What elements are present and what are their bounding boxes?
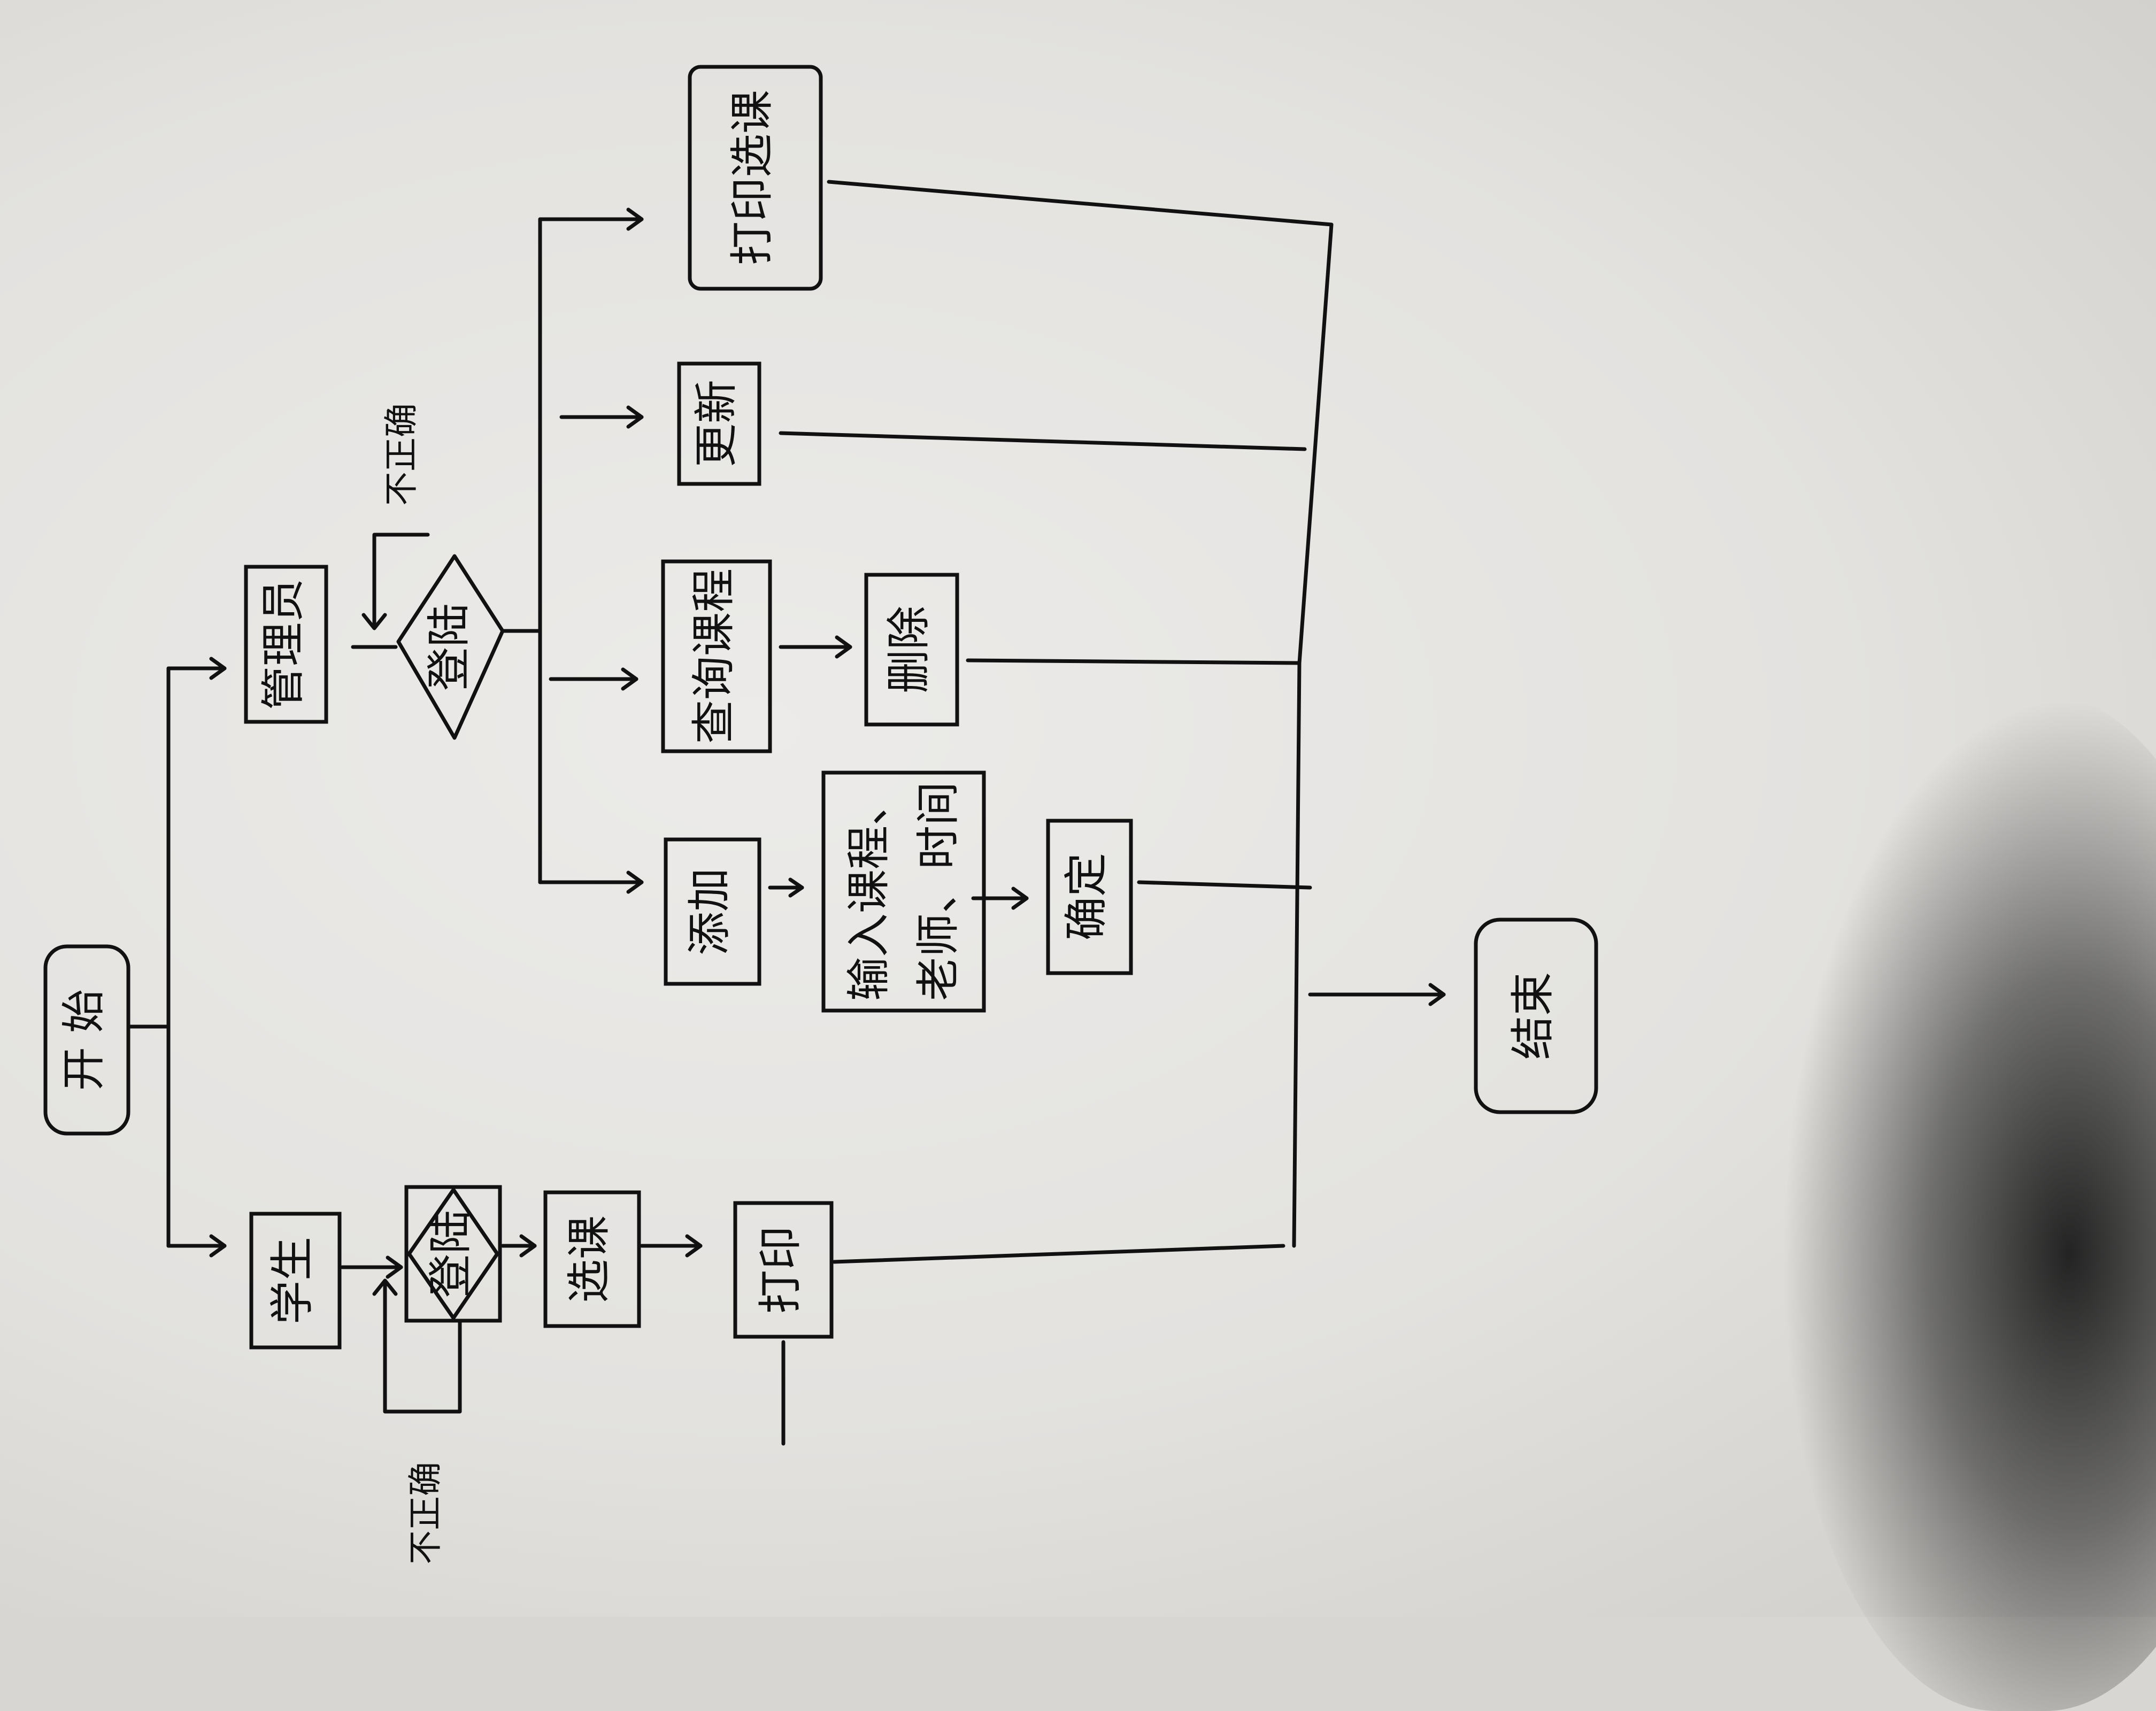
student-login-box [404,1185,502,1323]
student-label: 学生 [267,1237,318,1324]
start-label: 开 始 [58,989,109,1091]
print-selection-node: 打印选课 [688,65,823,291]
select-course-node: 选课 [543,1190,641,1328]
input-info-line1: 输入课程、 [843,782,894,1001]
confirm-box [1046,819,1133,975]
confirm-arrowhead [1011,887,1029,910]
print-selection-box [688,65,823,291]
admin-retry-loop [372,533,430,628]
student-print-node: 打印 [733,1201,834,1339]
admin-label: 管理员 [258,579,309,710]
admin-login-diamond [396,554,505,740]
student-retry-label: 不正确 [406,1462,446,1564]
add-label: 添加 [684,868,735,955]
end-node: 结束 [1474,918,1598,1114]
query-course-box [661,559,772,753]
delete-node: 删除 [864,573,959,727]
flowchart: 开 始 学生 登陆 不正确 选课 打印 管理员 登陆 不正确 打印选课 更新 查… [43,65,1598,1564]
connectors [126,180,1446,1446]
delete-out [966,658,1302,665]
student-node: 学生 [249,1212,342,1350]
query-course-node: 查询课程 [661,559,772,753]
student-retry-loop [383,1281,462,1414]
delete-label: 删除 [883,606,934,693]
select-course-box [543,1190,641,1328]
delete-arrowhead [835,635,852,659]
student-print-label: 打印 [755,1226,806,1314]
update-arrowhead [626,405,644,429]
update-label: 更新 [691,380,742,467]
collector-vertical [1292,222,1334,1248]
print-to-end-trunk [832,1244,1285,1264]
admin-arrowhead [209,657,227,680]
query-arrowhead [621,667,638,691]
delete-box [864,573,959,727]
student-login-node: 登陆 [404,1185,502,1323]
input-info-node: 输入课程、 老师、时间 [821,770,986,1013]
end-arrowhead [1428,983,1446,1006]
print-selection-out [827,180,1334,227]
admin-retry-label: 不正确 [382,403,422,506]
add-arrowhead [626,870,644,894]
student-box [249,1212,342,1350]
select-arrowhead [519,1234,537,1258]
admin-login-node: 登陆 [396,554,505,740]
admin-node: 管理员 [244,565,328,724]
confirm-label: 确定 [1061,853,1112,941]
end-terminal [1474,918,1598,1114]
student-print-box [733,1201,834,1339]
student-arrowhead [209,1234,227,1258]
print-selection-label: 打印选课 [727,90,777,265]
end-label: 结束 [1507,972,1558,1060]
update-box [677,361,761,486]
print-selection-arrowhead [626,207,644,231]
select-course-label: 选课 [564,1215,614,1303]
update-out [779,431,1307,451]
update-node: 更新 [677,361,761,486]
student-login-diamond [407,1188,499,1320]
admin-retry-arrowhead [361,613,387,630]
admin-box [244,565,328,724]
admin-login-label: 登陆 [424,603,474,691]
input-info-line2: 老师、时间 [913,782,964,1001]
start-node: 开 始 [43,944,130,1136]
input-info-box [821,770,986,1013]
start-terminal [43,944,130,1136]
print-arrowhead [685,1234,703,1258]
confirm-out [1137,880,1312,890]
student-login-arrowhead [386,1255,403,1279]
hand-shadow [1781,695,2156,1711]
confirm-node: 确定 [1046,819,1133,975]
student-retry-arrowhead [372,1278,398,1296]
add-box [664,837,761,986]
add-node: 添加 [664,837,761,986]
query-course-label: 查询课程 [688,568,739,744]
input-arrowhead [788,877,804,898]
student-login-label: 登陆 [425,1210,476,1298]
